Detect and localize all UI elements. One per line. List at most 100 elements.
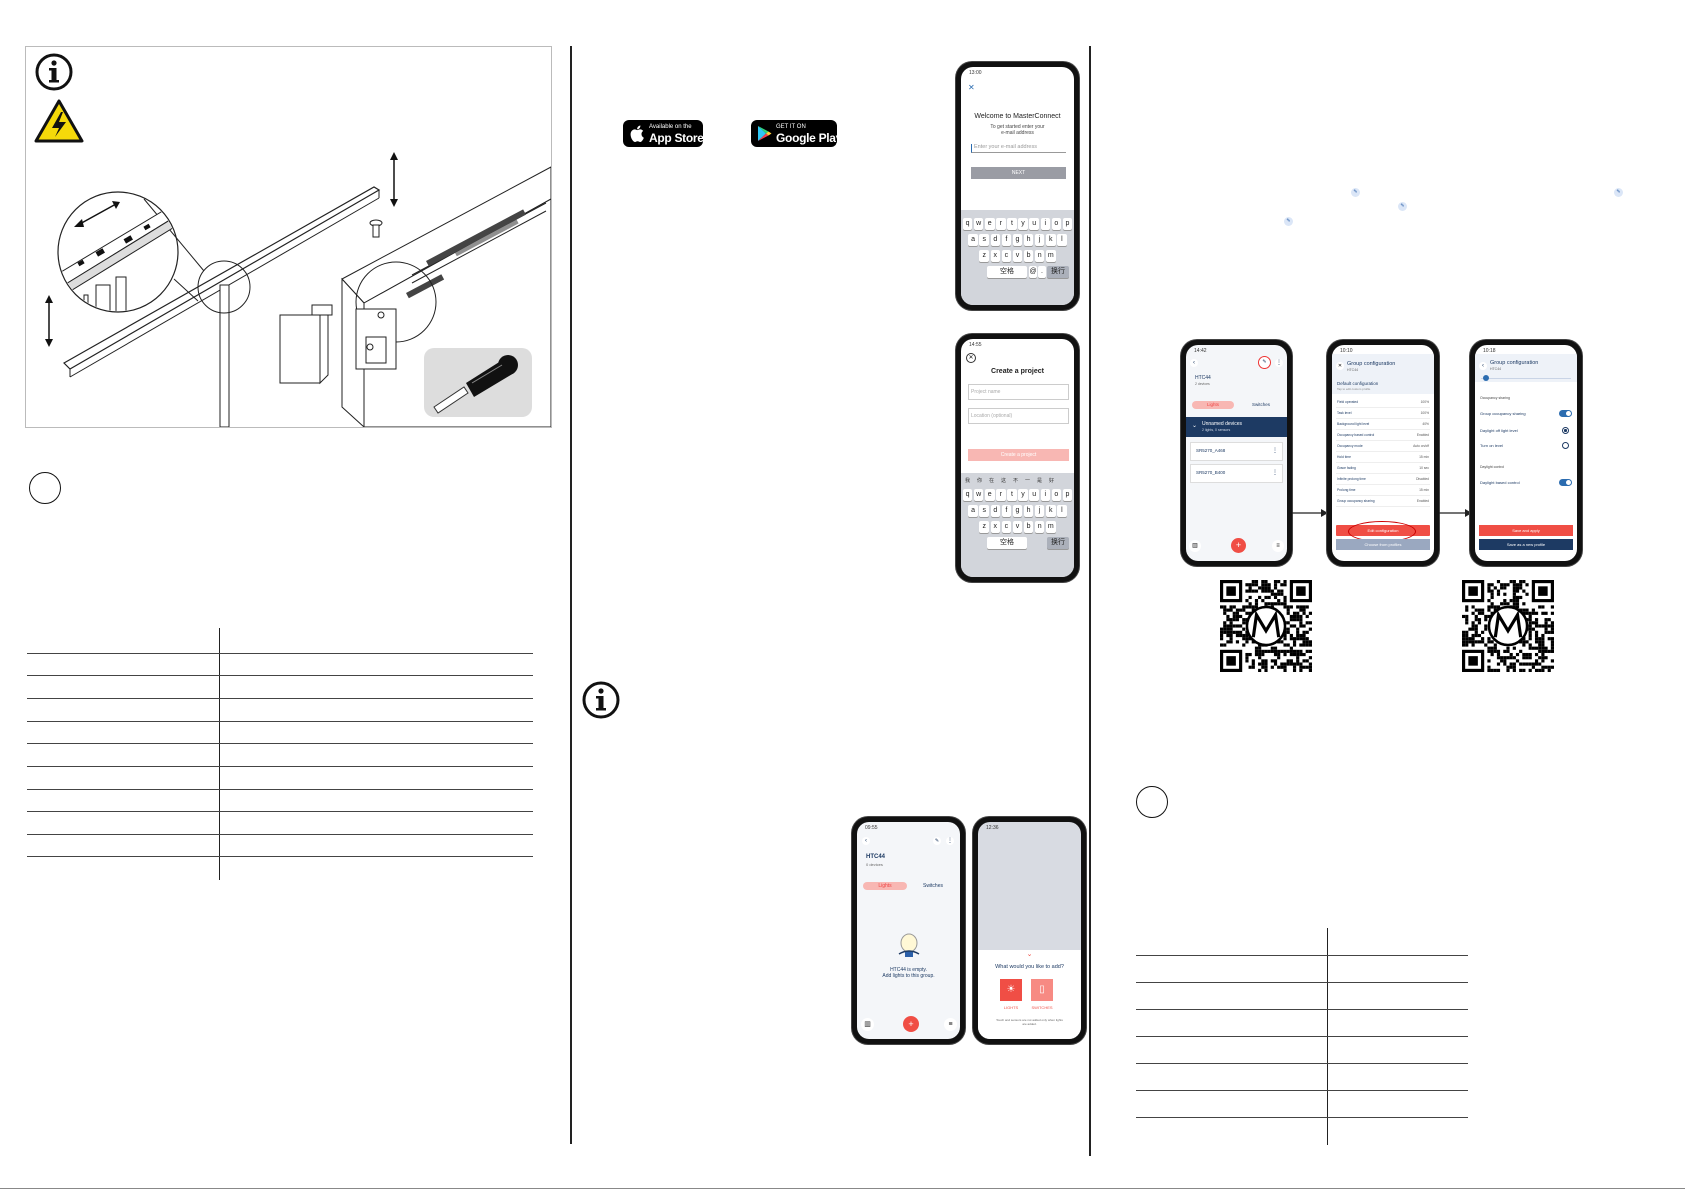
- candidate-key[interactable]: 不: [1013, 478, 1019, 484]
- key[interactable]: p: [1062, 218, 1073, 230]
- key[interactable]: d: [990, 505, 1001, 517]
- key[interactable]: o: [1051, 489, 1062, 501]
- key[interactable]: g: [1012, 234, 1023, 246]
- add-button[interactable]: +: [1231, 538, 1246, 553]
- key[interactable]: m: [1046, 250, 1056, 262]
- key[interactable]: b: [1023, 521, 1034, 533]
- key[interactable]: l: [1057, 234, 1067, 246]
- key[interactable]: a: [968, 234, 978, 246]
- more-icon[interactable]: ⋮: [1275, 359, 1283, 367]
- lights-option-icon[interactable]: ☀: [1000, 979, 1022, 1001]
- key[interactable]: j: [1034, 234, 1045, 246]
- toggle-on[interactable]: [1559, 479, 1572, 486]
- key[interactable]: r: [996, 218, 1006, 230]
- chevron-down-icon[interactable]: ⌄: [1026, 951, 1033, 958]
- radio-unselected[interactable]: [1562, 442, 1569, 449]
- key[interactable]: e: [985, 489, 995, 501]
- key[interactable]: a: [968, 505, 978, 517]
- tab-lights[interactable]: Lights: [1192, 401, 1234, 409]
- candidate-key[interactable]: 这: [1001, 478, 1007, 484]
- candidate-key[interactable]: 我: [965, 478, 971, 484]
- key[interactable]: b: [1023, 250, 1034, 262]
- key[interactable]: j: [1034, 505, 1045, 517]
- key[interactable]: l: [1057, 505, 1067, 517]
- menu-icon[interactable]: ≡: [944, 1018, 957, 1031]
- add-button[interactable]: +: [903, 1016, 919, 1032]
- save-new-profile-button[interactable]: Save as a new profile: [1479, 539, 1573, 550]
- building-icon[interactable]: ▥: [861, 1018, 874, 1031]
- switches-option-icon[interactable]: ▯: [1031, 979, 1053, 1001]
- key[interactable]: o: [1051, 218, 1062, 230]
- google-play-badge[interactable]: GET IT ON Google Play: [751, 120, 842, 147]
- key[interactable]: c: [1001, 250, 1012, 262]
- close-icon[interactable]: ✕: [1336, 362, 1344, 370]
- key[interactable]: u: [1029, 489, 1039, 501]
- key[interactable]: p: [1062, 489, 1073, 501]
- key[interactable]: e: [985, 218, 995, 230]
- back-icon[interactable]: ‹: [1190, 359, 1198, 367]
- more-icon[interactable]: ⋮: [1272, 448, 1278, 454]
- device-row[interactable]: SR5270_B400 ⋮: [1190, 464, 1283, 483]
- key[interactable]: f: [1001, 234, 1012, 246]
- candidate-key[interactable]: 好: [1049, 478, 1055, 484]
- back-icon[interactable]: ‹: [1479, 362, 1487, 370]
- key[interactable]: y: [1018, 218, 1028, 230]
- close-icon[interactable]: ✕: [968, 83, 975, 92]
- key[interactable]: h: [1023, 234, 1034, 246]
- key[interactable]: n: [1034, 521, 1045, 533]
- building-icon[interactable]: ▥: [1189, 540, 1201, 552]
- key[interactable]: k: [1046, 234, 1056, 246]
- key[interactable]: t: [1007, 489, 1017, 501]
- radio-selected[interactable]: [1562, 427, 1569, 434]
- at-key[interactable]: @: [1029, 266, 1037, 278]
- candidate-key[interactable]: 你: [977, 478, 983, 484]
- key[interactable]: k: [1046, 505, 1056, 517]
- save-apply-button[interactable]: Save and apply: [1479, 525, 1573, 536]
- key[interactable]: y: [1018, 489, 1028, 501]
- location-input[interactable]: Location (optional): [968, 408, 1069, 424]
- key[interactable]: z: [979, 250, 989, 262]
- app-store-badge[interactable]: Available on the App Store: [623, 120, 704, 147]
- candidate-key[interactable]: 是: [1037, 478, 1043, 484]
- key[interactable]: w: [973, 489, 984, 501]
- edit-icon[interactable]: ✎: [1258, 356, 1271, 369]
- return-key[interactable]: 换行: [1047, 537, 1069, 549]
- toggle-on[interactable]: [1559, 410, 1572, 417]
- dot-key[interactable]: .: [1038, 266, 1046, 278]
- key[interactable]: c: [1001, 521, 1012, 533]
- key[interactable]: q: [962, 489, 973, 501]
- key[interactable]: s: [979, 505, 989, 517]
- key[interactable]: s: [979, 234, 989, 246]
- key[interactable]: w: [973, 218, 984, 230]
- key[interactable]: z: [979, 521, 989, 533]
- key[interactable]: h: [1023, 505, 1034, 517]
- return-key[interactable]: 换行: [1047, 266, 1069, 278]
- key[interactable]: u: [1029, 218, 1039, 230]
- candidate-key[interactable]: 在: [989, 478, 995, 484]
- space-key[interactable]: 空格: [987, 537, 1027, 549]
- key[interactable]: m: [1046, 521, 1056, 533]
- key[interactable]: i: [1040, 489, 1050, 501]
- key[interactable]: f: [1001, 505, 1012, 517]
- key[interactable]: i: [1040, 218, 1050, 230]
- key[interactable]: g: [1012, 505, 1023, 517]
- create-project-button[interactable]: Create a project: [968, 449, 1069, 461]
- close-icon[interactable]: ✕: [966, 353, 976, 363]
- more-icon[interactable]: ⋮: [1272, 470, 1278, 476]
- email-input[interactable]: Enter your e-mail address: [971, 144, 1066, 153]
- tab-switches[interactable]: Switches: [922, 883, 943, 889]
- next-button[interactable]: NEXT: [971, 167, 1066, 179]
- key[interactable]: n: [1034, 250, 1045, 262]
- key[interactable]: v: [1012, 521, 1023, 533]
- device-row[interactable]: SR5270_A468 ⋮: [1190, 442, 1283, 461]
- menu-icon[interactable]: ≡: [1272, 540, 1284, 552]
- project-name-input[interactable]: Project name: [968, 384, 1069, 400]
- tab-lights[interactable]: Lights: [863, 882, 907, 890]
- choose-profiles-button[interactable]: Choose from profiles: [1336, 539, 1430, 550]
- space-key[interactable]: 空格: [987, 266, 1027, 278]
- edit-icon[interactable]: ✎: [933, 837, 941, 845]
- unnamed-devices-header[interactable]: ⌄ Unnamed devices 2 lights, 0 sensors: [1186, 417, 1287, 437]
- key[interactable]: v: [1012, 250, 1023, 262]
- key[interactable]: t: [1007, 218, 1017, 230]
- more-icon[interactable]: ⋮: [946, 837, 954, 845]
